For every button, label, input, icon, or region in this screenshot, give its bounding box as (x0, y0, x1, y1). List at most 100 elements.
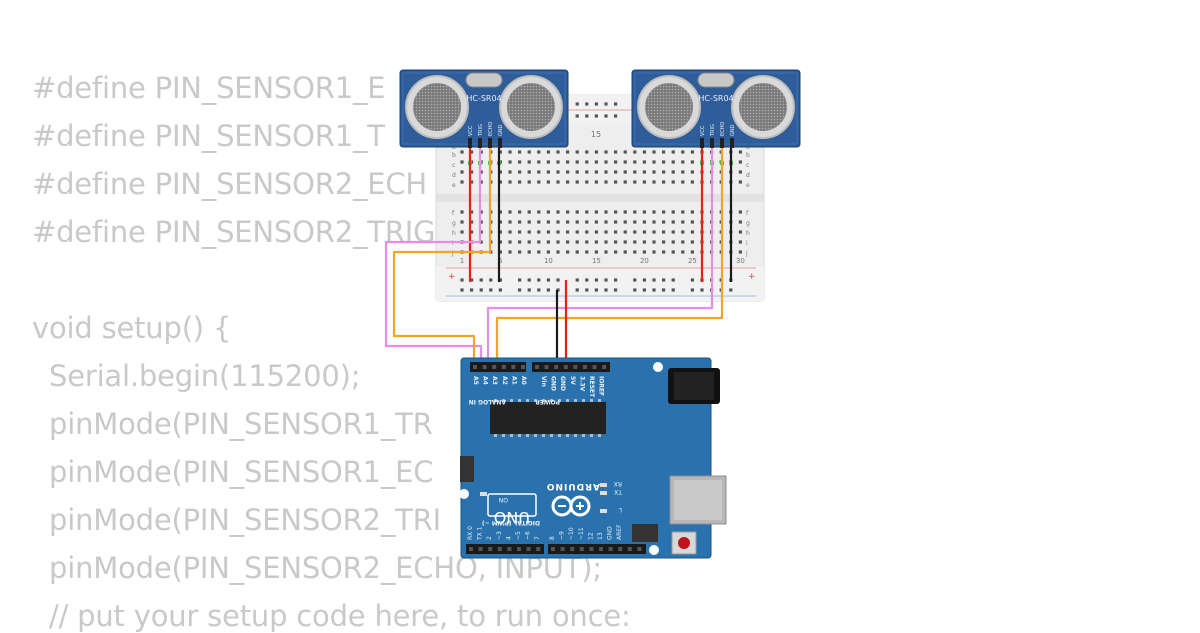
breadboard-hole (662, 240, 666, 244)
breadboard-hole (575, 250, 579, 254)
breadboard-hole (662, 160, 666, 164)
code-line: #define PIN_SENSOR1_T (32, 119, 385, 153)
breadboard-hole (575, 160, 579, 164)
breadboard-hole (556, 180, 560, 184)
breadboard-hole (623, 220, 627, 224)
breadboard-hole (556, 210, 560, 214)
breadboard-hole (518, 278, 522, 282)
breadboard-hole (489, 288, 493, 292)
digital-pin-label: 12 (587, 532, 594, 540)
breadboard-hole (470, 210, 474, 214)
breadboard-hole (566, 150, 570, 154)
breadboard-hole (498, 278, 502, 282)
breadboard-hole (633, 250, 637, 254)
breadboard-hole (594, 170, 598, 174)
sensor-pin-label: VCC (700, 125, 706, 136)
breadboard-hole (470, 278, 474, 282)
breadboard-hole (594, 160, 598, 164)
breadboard-hole (604, 114, 608, 118)
breadboard-hole (738, 240, 742, 244)
breadboard-hole (508, 150, 512, 154)
breadboard-hole (556, 250, 560, 254)
mount-hole (649, 545, 659, 555)
breadboard-hole (479, 230, 483, 234)
row-letter: i (452, 240, 454, 247)
power-pin-label: IOREF (598, 376, 605, 396)
breadboard-hole (470, 220, 474, 224)
breadboard-hole (594, 288, 598, 292)
breadboard-hole (594, 250, 598, 254)
breadboard-hole (594, 240, 598, 244)
sensor-pin (468, 138, 472, 148)
breadboard-hole (690, 288, 694, 292)
breadboard-hole (546, 210, 550, 214)
breadboard-hole (537, 210, 541, 214)
wire-s2-trig (486, 148, 714, 368)
row-letter: c (452, 162, 455, 169)
digital-pin-label: ~5 (515, 531, 522, 540)
analog-pin-label: A2 (501, 376, 508, 385)
chip-pins (494, 399, 601, 437)
breadboard-hole (681, 220, 685, 224)
breadboard-hole (508, 170, 512, 174)
sensor-pin (488, 138, 492, 148)
breadboard-hole (575, 240, 579, 244)
sensor-pin (498, 138, 502, 148)
digital-pin-label: ~9 (559, 531, 566, 540)
breadboard-hole (498, 288, 502, 292)
column-number: 5 (498, 257, 502, 265)
breadboard-hole (460, 278, 464, 282)
breadboard-hole (671, 180, 675, 184)
breadboard-hole (546, 250, 550, 254)
breadboard-hole (585, 150, 589, 154)
breadboard-hole (671, 230, 675, 234)
breadboard-hole (614, 114, 618, 118)
breadboard-hole (585, 230, 589, 234)
breadboard-hole (633, 180, 637, 184)
breadboard-hole (681, 170, 685, 174)
breadboard-hole (652, 230, 656, 234)
digital-header-left (466, 544, 544, 554)
breadboard-hole (681, 180, 685, 184)
breadboard-hole (518, 180, 522, 184)
breadboard-hole (690, 240, 694, 244)
breadboard-hole (690, 230, 694, 234)
breadboard-hole (498, 150, 502, 154)
digital-pin-label: ~6 (525, 531, 532, 540)
column-number: 15 (592, 257, 601, 265)
breadboard-hole (537, 230, 541, 234)
breadboard-hole (633, 160, 637, 164)
breadboard-top-number: 15 (591, 130, 601, 139)
row-letter: e (452, 182, 456, 189)
breadboard-hole (652, 170, 656, 174)
breadboard-hole (594, 220, 598, 224)
breadboard-hole (537, 240, 541, 244)
breadboard-hole (604, 288, 608, 292)
breadboard-hole (585, 170, 589, 174)
sensor-pin (730, 138, 734, 148)
breadboard-hole (690, 220, 694, 224)
breadboard-hole (556, 230, 560, 234)
microcontroller-chip (490, 402, 606, 434)
breadboard-hole (585, 102, 589, 106)
breadboard-hole (594, 210, 598, 214)
breadboard-hole (738, 220, 742, 224)
breadboard-hole (623, 240, 627, 244)
breadboard-hole (623, 150, 627, 154)
breadboard-hole (575, 210, 579, 214)
breadboard-hole (604, 250, 608, 254)
breadboard-hole (546, 288, 550, 292)
breadboard-hole (527, 220, 531, 224)
breadboard-hole (518, 288, 522, 292)
icsp-header-2 (632, 524, 658, 542)
breadboard-hole (614, 150, 618, 154)
breadboard-hole (518, 250, 522, 254)
